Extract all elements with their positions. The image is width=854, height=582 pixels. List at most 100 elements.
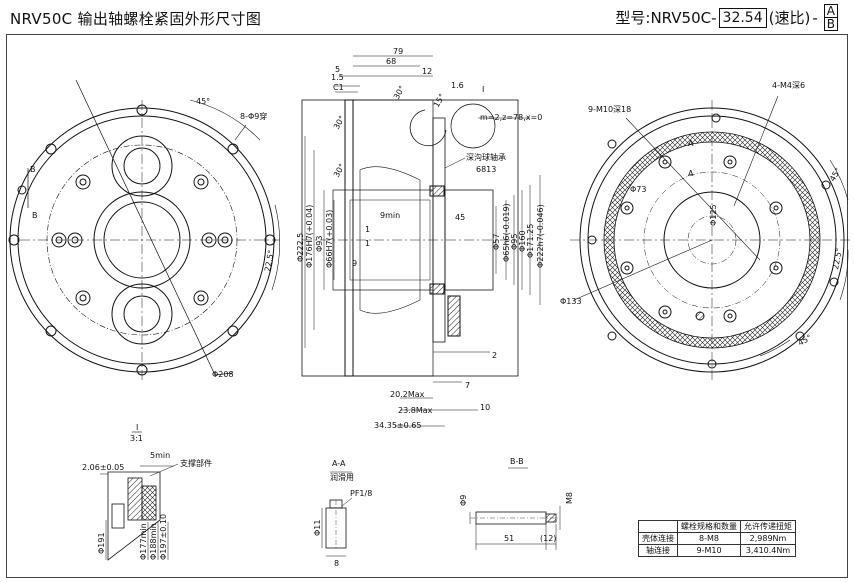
dim-79: 79 <box>393 47 403 56</box>
detail-i-marker: I <box>482 85 484 94</box>
detail-bb-labels: B-B Φ9 M8 51 (12) <box>459 457 574 543</box>
dim-9: 9 <box>352 259 357 268</box>
mid-outline-box <box>301 99 519 377</box>
left-outer-holes <box>8 104 276 376</box>
dim-dia-222: Φ222h7(-0.046) <box>536 204 545 268</box>
dim-1-5: 1.5 <box>331 73 344 82</box>
detail-bb-thread: M8 <box>565 492 574 504</box>
spec-cell: 8-M8 <box>677 532 741 545</box>
detail-i-label: 支撑部件 <box>180 458 212 468</box>
ratio-value: 32.54 <box>718 7 767 28</box>
detail-i <box>100 431 179 561</box>
detail-i-labels: I 3:1 2.06±0.05 5min 支撑部件 Φ191 Φ177min Φ… <box>82 423 212 560</box>
right-angle-3: 45° <box>797 333 814 348</box>
detail-aa-len: 8 <box>334 559 339 568</box>
left-dia-label: Φ208 <box>212 370 234 379</box>
bearing-number: 6813 <box>476 165 496 174</box>
detail-i-dia-177: Φ177min <box>139 523 148 560</box>
right-m10-label: 9-M10深18 <box>588 105 631 114</box>
left-flange-circle <box>17 115 267 365</box>
right-section-a-bottom: A <box>688 169 694 178</box>
spec-cell: 轴连接 <box>638 544 678 557</box>
right-m10-holes <box>620 155 783 323</box>
detail-bb-len2: (12) <box>540 534 556 543</box>
left-angle-top: 45° <box>196 97 210 106</box>
dim-5: 5 <box>335 65 340 74</box>
dim-34-35: 34.35±0.65 <box>374 421 421 430</box>
table-row: 轴连接 9-M10 3,410.4Nm <box>638 544 796 557</box>
dim-68: 68 <box>386 57 396 66</box>
left-angle-right: 22.5° <box>263 249 276 272</box>
middle-view-labels: 79 68 12 5 1.5 C1 1.6 30° 30° 30° 15° I … <box>296 47 545 430</box>
spec-header-1: 螺栓规格和数量 <box>677 520 741 533</box>
detail-bb-dia: Φ9 <box>459 495 468 506</box>
right-angle-1: 45° <box>828 166 843 183</box>
dim-dia-57: Φ57 <box>492 234 501 250</box>
detail-i-dim2: 5min <box>150 451 170 460</box>
dim-dia-176: Φ176H7(+0.04) <box>305 205 314 268</box>
right-section-a-top: A <box>688 139 694 148</box>
left-section-b-top: B <box>30 165 36 174</box>
right-view-labels: 9-M10深18 4-M4深6 A A Φ73 Φ125 Φ133 45° 22… <box>560 81 844 348</box>
right-dia-133: Φ133 <box>560 297 582 306</box>
dim-dia-160: Φ160 <box>518 230 527 252</box>
gear-spec: m=2,z=78,x=0 <box>480 113 542 122</box>
spec-cell: 3,410.4Nm <box>740 544 796 557</box>
detail-aa-subtitle: 润滑用 <box>330 472 354 482</box>
dim-dia-66: Φ66H7(+0.03) <box>325 210 334 268</box>
dim-1-a: 1 <box>365 225 370 234</box>
detail-aa <box>321 471 353 557</box>
detail-i-dia-191: Φ191 <box>97 532 106 554</box>
left-front-view <box>8 79 281 382</box>
table-row: 壳体连接 8-M8 2,989Nm <box>638 532 796 545</box>
model-designation: 型号:NRV50C- 32.54 (速比) - A B <box>615 4 838 31</box>
dim-7: 7 <box>465 381 470 390</box>
detail-i-dim1: 2.06±0.05 <box>82 463 124 472</box>
spec-table: 螺栓规格和数量 允许传递扭矩 壳体连接 8-M8 2,989Nm 轴连接 9-M… <box>638 520 796 557</box>
detail-i-scale: 3:1 <box>130 434 143 443</box>
dim-10: 10 <box>480 403 490 412</box>
right-front-view <box>570 95 852 382</box>
ab-selector-box: A B <box>823 4 838 31</box>
dim-9min: 9min <box>380 211 400 220</box>
bearing-label: 深沟球轴承 <box>466 152 506 162</box>
dim-dia-65: Φ65h6(-0.019) <box>502 203 511 262</box>
detail-i-dia-197: Φ197±0.10 <box>159 514 168 560</box>
dim-dia-95: Φ95 <box>510 234 519 250</box>
left-bolt-holes <box>51 174 233 306</box>
dim-dia-222-5: Φ222.5 <box>296 233 305 262</box>
dim-1-b: 1 <box>365 239 370 248</box>
right-m4-label: 4-M4深6 <box>772 81 805 90</box>
right-dia-73: Φ73 <box>630 185 646 194</box>
spec-cell: 2,989Nm <box>740 532 796 545</box>
detail-bb-title: B-B <box>510 457 524 466</box>
detail-aa-dia: Φ11 <box>313 520 322 536</box>
ratio-note: (速比) <box>768 9 811 27</box>
drawing-title: NRV50C 输出轴螺栓紧固外形尺寸图 <box>10 10 262 28</box>
dim-45: 45 <box>455 213 465 222</box>
right-outer-holes <box>587 113 839 369</box>
spec-table-header: 螺栓规格和数量 允许传递扭矩 <box>638 520 796 533</box>
dim-dia-93: Φ93 <box>315 236 324 252</box>
detail-i-title: I <box>136 423 138 432</box>
detail-aa-thread: PF1/8 <box>350 489 372 498</box>
angle-30-a: 30° <box>392 84 407 101</box>
middle-section-view <box>301 55 541 427</box>
detail-aa-title: A-A <box>332 459 346 468</box>
ab-top: A <box>824 5 837 18</box>
dim-c1: C1 <box>333 83 344 92</box>
left-bore-circle <box>103 201 181 279</box>
drawing-frame <box>6 34 848 578</box>
detail-aa-labels: A-A 润滑用 PF1/8 Φ11 8 <box>313 459 372 568</box>
spec-header-0 <box>638 520 678 533</box>
left-section-b-bottom: B <box>32 211 38 220</box>
detail-bb <box>469 467 561 550</box>
dim-12: 12 <box>422 67 432 76</box>
dim-1-6: 1.6 <box>451 81 464 90</box>
spec-header-2: 允许传递扭矩 <box>740 520 796 533</box>
right-dia-125: Φ125 <box>709 204 718 226</box>
right-angle-2: 22.5° <box>831 247 844 270</box>
spec-cell: 壳体连接 <box>638 532 678 545</box>
